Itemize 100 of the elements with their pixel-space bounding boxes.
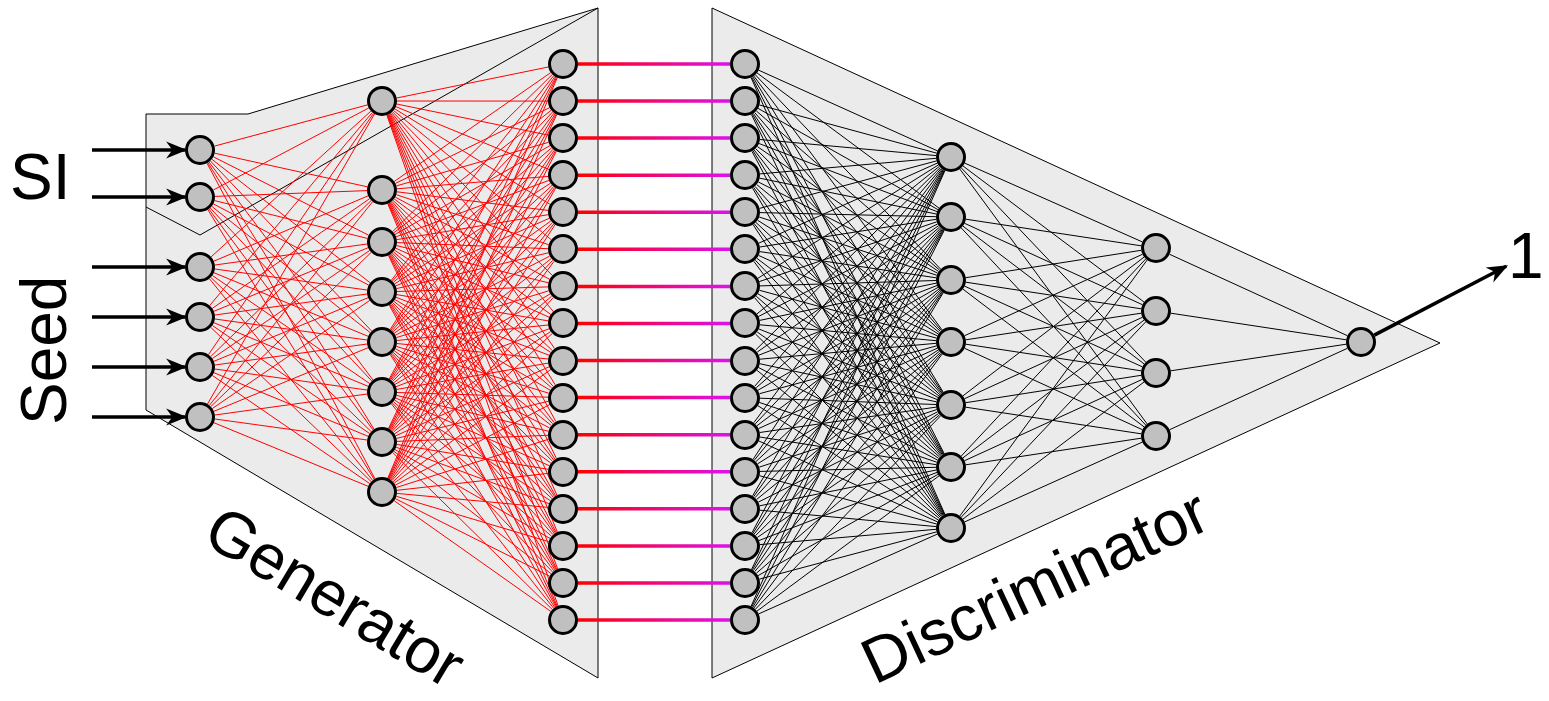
connection-line: [209, 207, 373, 382]
connection-line: [396, 191, 549, 211]
connection-line: [758, 143, 938, 213]
connection-line: [394, 249, 551, 353]
connection-line: [395, 397, 550, 467]
connection-line: [758, 533, 938, 615]
connection-line: [210, 276, 372, 433]
connection-line: [964, 285, 1143, 368]
connection-line: [758, 255, 938, 337]
connection-line: [393, 450, 552, 575]
connection-line: [756, 288, 940, 427]
connection-line: [211, 205, 371, 334]
connection-line: [759, 157, 937, 175]
connection-line: [392, 184, 553, 333]
connection-line: [964, 222, 1143, 306]
connection-line: [214, 293, 368, 316]
arrow: [92, 358, 188, 376]
connection-line: [755, 148, 941, 332]
connection-line: [394, 449, 551, 539]
connection-line: [758, 216, 938, 276]
connection-line: [213, 297, 369, 362]
connection-line: [391, 148, 554, 332]
connection-line: [391, 352, 554, 536]
connection-line: [759, 289, 937, 339]
connection-line: [213, 272, 369, 337]
connection-line: [392, 452, 553, 610]
connection-line: [396, 443, 549, 470]
connection-line: [759, 363, 937, 403]
connection-line: [209, 112, 373, 306]
connection-line: [759, 212, 937, 218]
connection-line: [213, 372, 369, 437]
connection-line: [396, 245, 549, 284]
connection-line: [757, 107, 939, 211]
connection-line: [759, 342, 937, 360]
connection-line: [578, 470, 730, 474]
arrow: [92, 141, 188, 159]
connection-line: [755, 352, 941, 536]
connection-line: [754, 259, 942, 457]
connection-line: [759, 397, 937, 405]
connection-line: [759, 469, 937, 507]
connection-line: [211, 250, 371, 359]
connection-line: [211, 300, 371, 409]
connection-line: [757, 411, 939, 503]
connection-line: [207, 162, 375, 430]
input-label: Seed: [12, 275, 76, 425]
connection-line: [758, 347, 938, 429]
connection-line: [209, 160, 373, 332]
connection-line: [755, 333, 941, 518]
connection-line: [396, 294, 549, 322]
connection-line: [208, 112, 374, 356]
connection-line: [396, 472, 549, 491]
connection-line: [756, 331, 940, 459]
connection-line: [755, 167, 941, 351]
connection-line: [965, 437, 1142, 466]
connection-line: [395, 194, 550, 246]
connection-line: [392, 401, 553, 537]
connection-line: [394, 399, 551, 502]
connection-line: [214, 268, 368, 291]
connection-line: [965, 343, 1142, 372]
connection-line: [214, 190, 368, 197]
connection-line: [396, 66, 549, 99]
connection-line: [759, 104, 937, 154]
connection-line: [965, 281, 1142, 310]
connection-line: [964, 162, 1143, 243]
connection-line: [578, 284, 730, 289]
connection-line: [395, 217, 550, 287]
connection-line: [756, 369, 940, 519]
connection-line: [394, 108, 551, 205]
connection-line: [394, 145, 551, 235]
connection-line: [757, 223, 939, 318]
connection-line: [754, 227, 942, 425]
connection-line: [962, 256, 1145, 397]
connection-line: [214, 393, 368, 416]
connection-line: [396, 286, 549, 292]
connection-line: [964, 316, 1143, 400]
connection-line: [965, 374, 1142, 404]
connection-line: [758, 162, 938, 244]
connection-line: [214, 243, 368, 266]
connection-line: [959, 168, 1148, 425]
connection-line: [964, 378, 1143, 462]
connection-line: [578, 247, 730, 252]
connection-line: [396, 252, 549, 290]
connection-line: [756, 72, 940, 209]
connection-line: [962, 319, 1145, 459]
input-label: SI: [10, 145, 71, 209]
connection-line: [578, 321, 730, 326]
connection-line: [964, 347, 1143, 431]
connection-line: [757, 366, 939, 461]
connection-line: [393, 350, 552, 464]
connection-line: [395, 345, 550, 394]
connection-line: [759, 160, 937, 209]
connection-line: [392, 222, 553, 382]
connection-line: [395, 366, 550, 437]
connection-line: [757, 473, 939, 577]
connection-line: [759, 251, 937, 279]
connection-line: [394, 182, 551, 285]
connection-line: [759, 531, 937, 580]
connection-line: [392, 147, 553, 283]
connection-line: [578, 618, 730, 622]
connection-line: [394, 404, 551, 486]
